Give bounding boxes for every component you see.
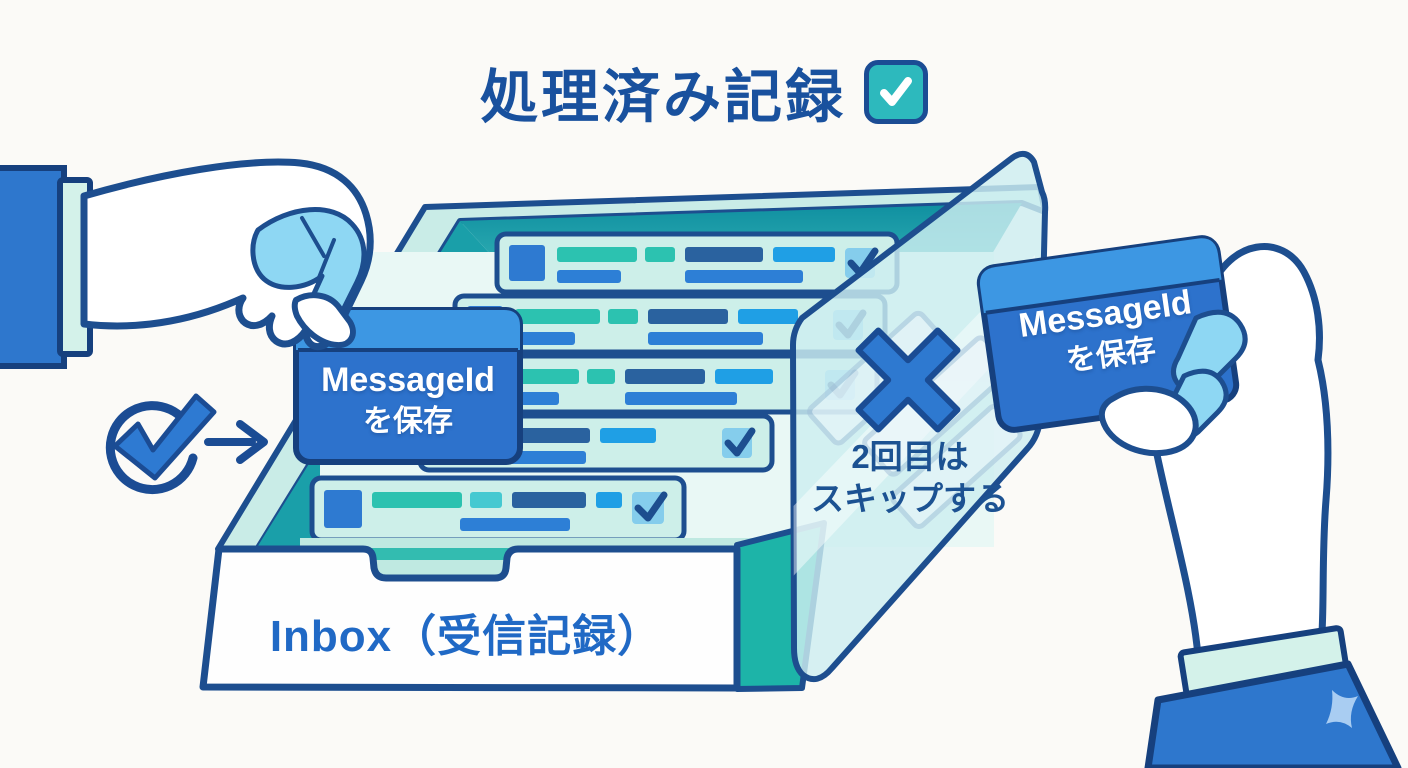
checkmark-icon <box>724 427 756 457</box>
email-row <box>309 475 687 543</box>
left-arm <box>0 158 374 369</box>
sleeve-highlight <box>1326 690 1358 728</box>
x-mark-icon <box>855 327 961 433</box>
left-sleeve <box>0 165 67 369</box>
right-hand-front <box>1098 309 1402 768</box>
right-thumb <box>1098 385 1199 457</box>
right-sleeve <box>1144 660 1402 768</box>
left-knuckle-line <box>316 238 336 282</box>
arrow-right-icon <box>204 420 268 464</box>
checkmark-icon <box>634 491 668 522</box>
row-avatar <box>324 490 362 528</box>
left-fingertip <box>291 292 356 349</box>
box-front-face <box>199 545 741 692</box>
row-check-box <box>632 492 664 524</box>
row-avatar <box>509 245 545 281</box>
flow-indicator <box>105 393 268 495</box>
check-circle-icon <box>105 401 198 495</box>
row-check-box <box>722 428 752 458</box>
card-header <box>979 238 1222 314</box>
email-row <box>494 231 900 295</box>
left-knuckle-line <box>300 216 326 258</box>
check-icon <box>112 393 217 481</box>
